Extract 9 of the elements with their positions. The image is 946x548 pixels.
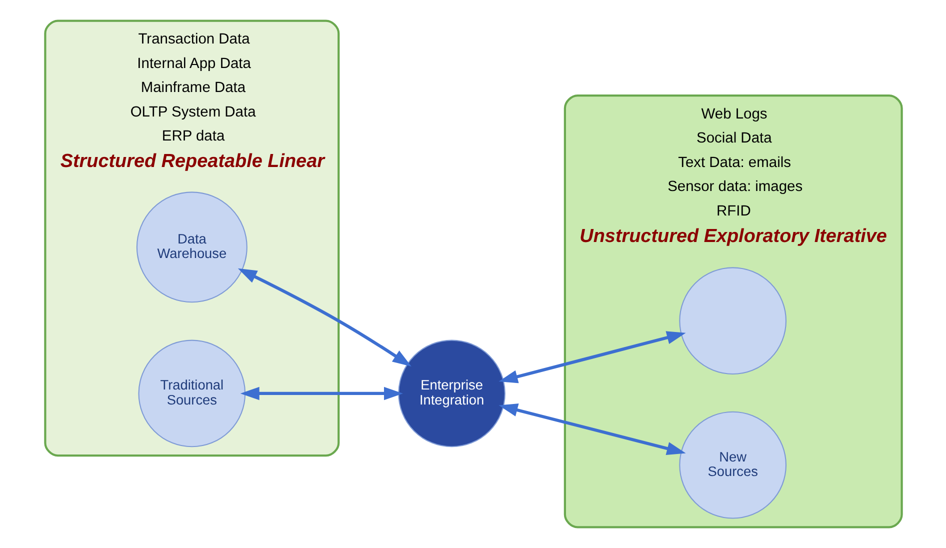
node-circle: New Sources xyxy=(678,411,786,519)
node-circle xyxy=(678,267,786,375)
node-circle: Traditional Sources xyxy=(138,340,246,448)
arrow xyxy=(498,331,686,384)
node-circle: Data Warehouse xyxy=(136,192,247,303)
arrow xyxy=(237,268,411,367)
arrow xyxy=(498,404,686,455)
node-circle: Enterprise Integration xyxy=(398,340,505,448)
arrow xyxy=(240,386,402,400)
